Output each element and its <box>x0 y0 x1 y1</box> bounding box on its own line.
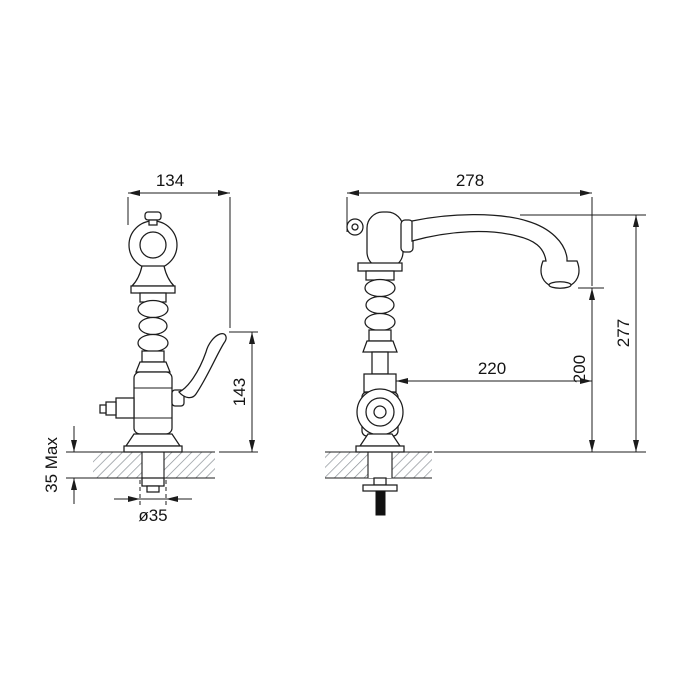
spout-root-collar <box>400 219 414 253</box>
side-spindle <box>368 329 392 342</box>
dim-deck-thickness-label: 35 Max <box>42 437 61 493</box>
threaded-rod <box>375 490 386 516</box>
mounting-washer <box>362 484 398 492</box>
front-view <box>93 211 227 493</box>
dim-outlet-height-label: 200 <box>570 355 589 383</box>
shank-gap <box>142 452 164 478</box>
spout <box>411 214 580 286</box>
side-bead-1 <box>364 278 396 298</box>
top-screw-neck <box>148 219 158 226</box>
front-bead-1 <box>137 299 169 319</box>
side-bead-3 <box>364 312 396 332</box>
side-collar <box>357 262 403 272</box>
side-flare <box>362 340 398 353</box>
spout-ring-inner <box>139 231 167 259</box>
dim-overall-height-label: 277 <box>614 319 633 347</box>
dim-outlet-height: 200 <box>570 287 604 452</box>
dim-spout-reach-label: 278 <box>456 171 484 190</box>
front-body <box>133 371 173 435</box>
dim-deck-thickness: 35 Max <box>42 426 93 504</box>
dim-mounting-hole: ø35 <box>114 480 192 525</box>
side-base-plate <box>355 445 405 453</box>
dim-front-height-label: 143 <box>230 378 249 406</box>
side-shank-stub <box>373 477 387 486</box>
shank-gap <box>368 452 392 478</box>
dim-spout-projection: 220 <box>396 359 592 384</box>
side-tube <box>371 351 389 375</box>
side-view <box>325 211 580 516</box>
side-faucet <box>346 211 580 453</box>
left-cap-1 <box>115 397 135 419</box>
front-spindle <box>141 350 165 363</box>
front-shank <box>141 477 165 487</box>
trumpet-flare <box>130 265 176 287</box>
dim-overall-height: 277 <box>434 214 646 453</box>
dim-spout-projection-label: 220 <box>478 359 506 378</box>
pivot-screw-center <box>351 223 359 231</box>
front-faucet <box>99 211 227 453</box>
front-flare <box>135 361 171 373</box>
spout-outlet-rim <box>548 281 572 289</box>
handle-medallion-center <box>373 405 387 419</box>
left-cap-3 <box>99 404 107 414</box>
dim-mounting-hole-label: ø35 <box>138 506 167 525</box>
side-countertop-hatch <box>325 451 432 479</box>
dim-spout-reach: 278 <box>346 171 593 286</box>
front-shank-collar <box>146 485 160 493</box>
front-countertop-hatch <box>93 451 215 479</box>
base-flare <box>124 433 182 447</box>
front-collar <box>130 285 176 294</box>
top-screw-cap <box>144 211 162 221</box>
side-bead-2 <box>365 295 395 315</box>
dim-front-height: 143 <box>219 331 258 453</box>
pivot-housing <box>366 211 404 269</box>
front-bead-2 <box>138 316 168 336</box>
handle-lever <box>177 332 227 399</box>
base-plate <box>123 445 183 453</box>
dim-front-width: 134 <box>127 171 231 328</box>
left-cap-2 <box>105 401 117 416</box>
side-neck <box>365 270 395 281</box>
front-bead-3 <box>137 333 169 353</box>
dim-front-width-label: 134 <box>156 171 184 190</box>
